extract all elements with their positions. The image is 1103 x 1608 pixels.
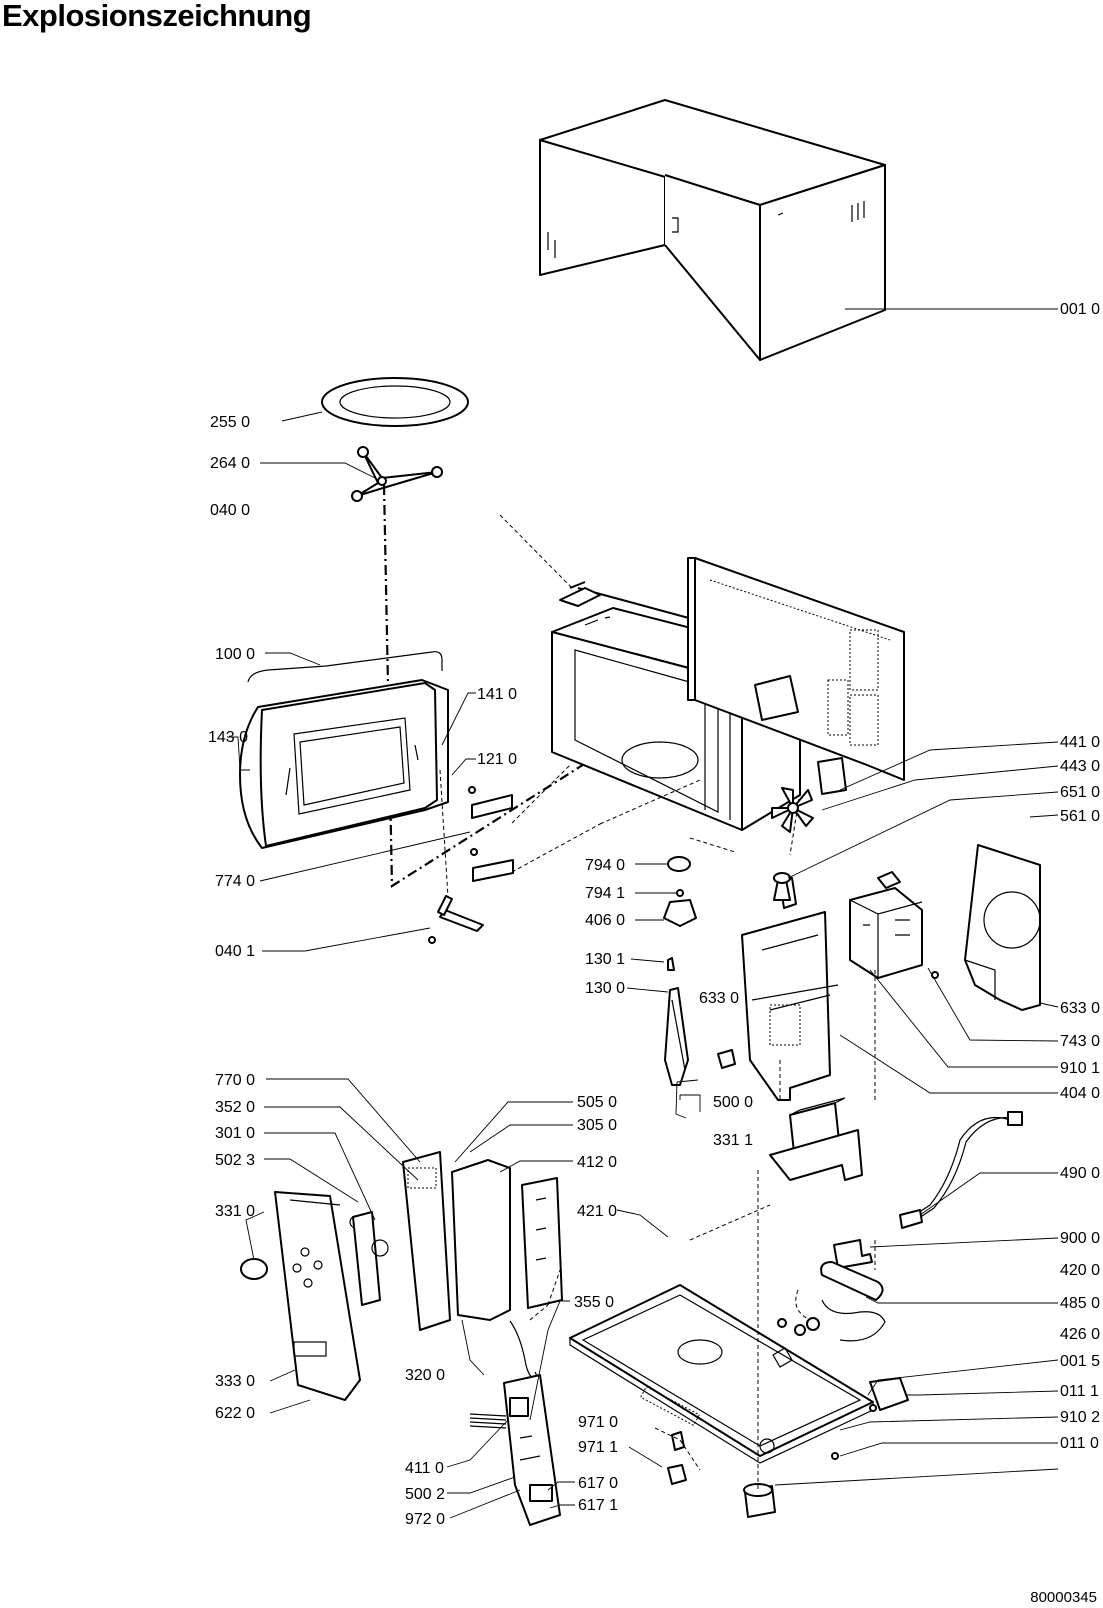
label-633-0-b: 500 0	[713, 1094, 753, 1111]
fan-duct	[741, 877, 839, 1101]
label-743-0: 633 0	[1060, 1000, 1100, 1017]
outer-casing	[539, 99, 886, 361]
label-121-0: 121 0	[477, 751, 517, 768]
hinge-bracket	[831, 1377, 909, 1460]
label-770-0: 404 0	[1060, 1085, 1100, 1102]
label-412-0: 331 1	[713, 1132, 753, 1149]
part-number-labels: 001 0 255 0 264 0 040 0 100 0 141 0 143 …	[208, 301, 1100, 1528]
assembly-guide-lines	[439, 514, 876, 1490]
label-561-0: 561 0	[1060, 808, 1100, 825]
label-320-0: 622 0	[215, 1405, 255, 1422]
label-971-0: 971 0	[578, 1414, 618, 1431]
label-420-0: 420 0	[1060, 1262, 1100, 1279]
label-972-0: 972 0	[405, 1511, 445, 1528]
label-633-0: 633 0	[699, 990, 739, 1007]
page-title: Explosionszeichnung	[2, 0, 312, 33]
power-cord	[899, 1111, 1023, 1229]
label-622-0: 320 0	[405, 1367, 445, 1384]
door-hook	[428, 895, 484, 944]
label-130-0: 130 0	[585, 980, 625, 997]
label-505-0: 505 0	[577, 1094, 617, 1111]
magnetron-bracket	[754, 675, 799, 721]
label-421-0: 421 0	[577, 1203, 617, 1220]
label-443-0: 443 0	[1060, 758, 1100, 775]
label-490-0: 490 0	[1060, 1165, 1100, 1182]
label-617-1: 617 1	[578, 1497, 618, 1514]
label-331-1: 502 3	[215, 1152, 255, 1169]
label-502-3: 412 0	[577, 1154, 617, 1171]
label-500-0: 770 0	[215, 1072, 255, 1089]
roller-support	[351, 446, 443, 502]
base-plate	[569, 1284, 874, 1464]
label-900-0: 900 0	[1060, 1230, 1100, 1247]
fan-motor-bracket	[817, 757, 847, 795]
relay	[777, 1318, 787, 1328]
label-333-0: 333 0	[215, 1373, 255, 1390]
door-assembly	[239, 651, 449, 849]
high-voltage-transformer	[849, 871, 939, 979]
label-441-0: 441 0	[1060, 734, 1100, 751]
cooling-fan	[771, 787, 814, 833]
label-426-0: 426 0	[1060, 1326, 1100, 1343]
control-panel-board	[402, 1151, 563, 1331]
label-040-0: 040 0	[210, 502, 250, 519]
label-910-2: 910 2	[1060, 1409, 1100, 1426]
document-number: 80000345	[1030, 1589, 1097, 1606]
label-141-0: 141 0	[477, 686, 517, 703]
turntable-glass-plate	[321, 377, 469, 427]
air-guide	[964, 844, 1041, 1011]
label-485-0: 485 0	[1060, 1295, 1100, 1312]
timer-switch	[352, 1211, 389, 1306]
foot	[743, 1483, 776, 1518]
label-774-0: 774 0	[215, 873, 255, 890]
turntable-coupler	[663, 856, 697, 927]
switch-bracket	[664, 987, 736, 1086]
label-001-5: 001 5	[1060, 1353, 1100, 1370]
door-latches	[468, 786, 514, 882]
leader-lines	[227, 308, 1059, 1519]
label-040-1: 040 1	[215, 943, 255, 960]
label-001-0: 001 0	[1060, 301, 1100, 318]
label-794-0: 794 0	[585, 857, 625, 874]
label-255-0: 255 0	[210, 414, 250, 431]
label-500-2: 500 2	[405, 1486, 445, 1503]
mounting-bracket	[559, 581, 601, 607]
label-264-0: 264 0	[210, 455, 250, 472]
label-355-0: 355 0	[574, 1294, 614, 1311]
label-305-0: 305 0	[577, 1117, 617, 1134]
label-100-0: 100 0	[215, 646, 255, 663]
capacitor	[769, 1097, 863, 1181]
label-130-1: 130 1	[585, 951, 625, 968]
label-406-0: 406 0	[585, 912, 625, 929]
capacitor-clamp	[820, 1239, 886, 1342]
label-651-0: 651 0	[1060, 784, 1100, 801]
fuse	[794, 1317, 820, 1336]
control-fascia	[274, 1191, 361, 1401]
turntable-axis	[382, 484, 631, 888]
label-971-1: 971 1	[578, 1439, 618, 1456]
label-011-0: 011 0	[1060, 1435, 1099, 1452]
clip	[667, 957, 675, 971]
label-617-0: 617 0	[578, 1475, 618, 1492]
rear-panel	[687, 557, 905, 781]
label-411-0: 411 0	[405, 1460, 444, 1477]
label-301-0: 301 0	[215, 1125, 255, 1142]
label-143-0: 143 0	[208, 729, 248, 746]
label-011-1: 011 1	[1060, 1383, 1099, 1400]
label-794-1: 794 1	[585, 885, 625, 902]
thermal-fuse	[667, 1431, 687, 1485]
label-352-0: 352 0	[215, 1099, 255, 1116]
label-331-0: 331 0	[215, 1203, 255, 1220]
label-910-1: 743 0	[1060, 1033, 1100, 1050]
electronic-module	[469, 1374, 561, 1526]
oven-lamp	[773, 872, 791, 901]
label-404-0: 910 1	[1060, 1060, 1100, 1077]
